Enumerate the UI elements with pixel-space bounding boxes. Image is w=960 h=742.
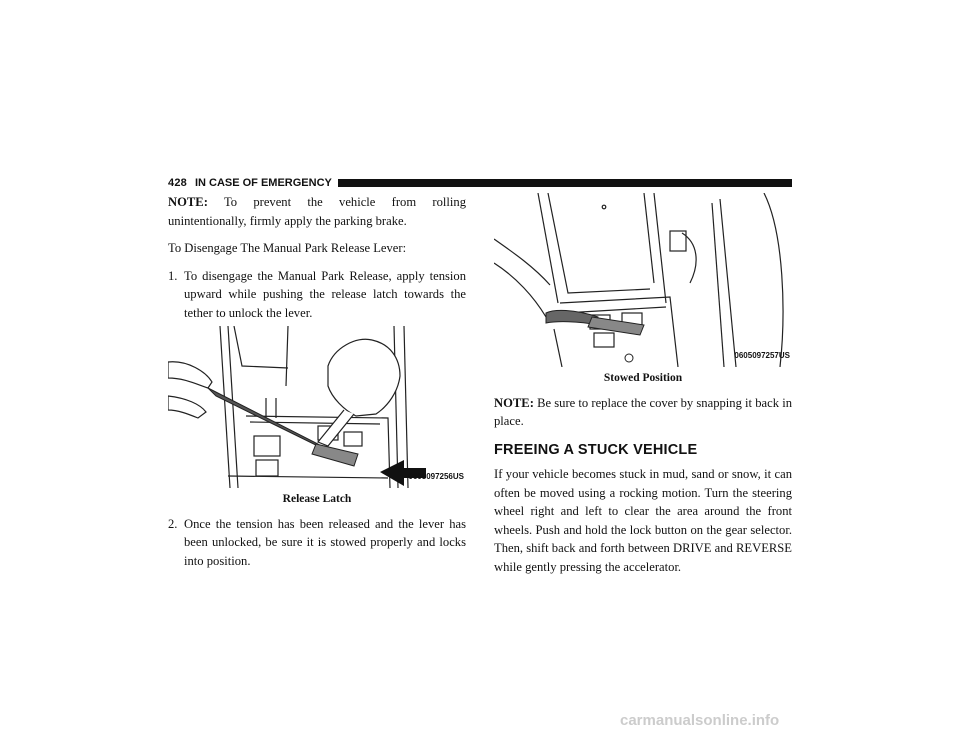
figure-code: 0605097257US	[734, 350, 790, 360]
step-text: To disengage the Manual Park Release, ap…	[184, 268, 466, 320]
note-text: Be sure to replace the cover by snapping…	[494, 395, 792, 429]
page-number: 428	[168, 177, 187, 189]
note-text: To prevent the vehicle from rolling unin…	[168, 195, 466, 228]
note-label: NOTE:	[494, 395, 534, 410]
figure-caption: Stowed Position	[603, 372, 683, 384]
figure-stowed-position: 0605097257US	[494, 193, 792, 367]
step-1: 1. To disengage the Manual Park Release,…	[168, 267, 466, 323]
figure-release-latch: 0605097256US	[168, 326, 466, 488]
figure-code: 0605097256US	[408, 471, 464, 481]
stowed-position-illustration	[494, 193, 784, 367]
header-rule	[337, 179, 792, 187]
step-text: Once the tension has been released and t…	[184, 516, 466, 568]
figure-caption: Release Latch	[282, 493, 352, 505]
procedure-intro: To Disengage The Manual Park Release Lev…	[168, 241, 407, 255]
note-label: NOTE:	[168, 195, 208, 209]
right-column: 0605097257US Stowed Position NOTE: Be su…	[494, 193, 792, 585]
release-latch-illustration	[168, 326, 426, 488]
section-heading: FREEING A STUCK VEHICLE	[494, 441, 698, 458]
watermark: carmanualsonline.info	[620, 712, 780, 729]
stuck-vehicle-paragraph: If your vehicle becomes stuck in mud, sa…	[494, 467, 792, 574]
section-title: IN CASE OF EMERGENCY	[194, 177, 332, 189]
step-2: 2. Once the tension has been released an…	[168, 515, 466, 571]
note-parking-brake: NOTE: To prevent the vehicle from rollin…	[168, 193, 466, 230]
step-number: 1.	[168, 268, 178, 283]
left-column: NOTE: To prevent the vehicle from rollin…	[168, 193, 466, 574]
note-replace-cover: NOTE: Be sure to replace the cover by sn…	[494, 394, 792, 431]
page-header: 428 IN CASE OF EMERGENCY	[168, 176, 792, 190]
step-number: 2.	[168, 516, 178, 531]
